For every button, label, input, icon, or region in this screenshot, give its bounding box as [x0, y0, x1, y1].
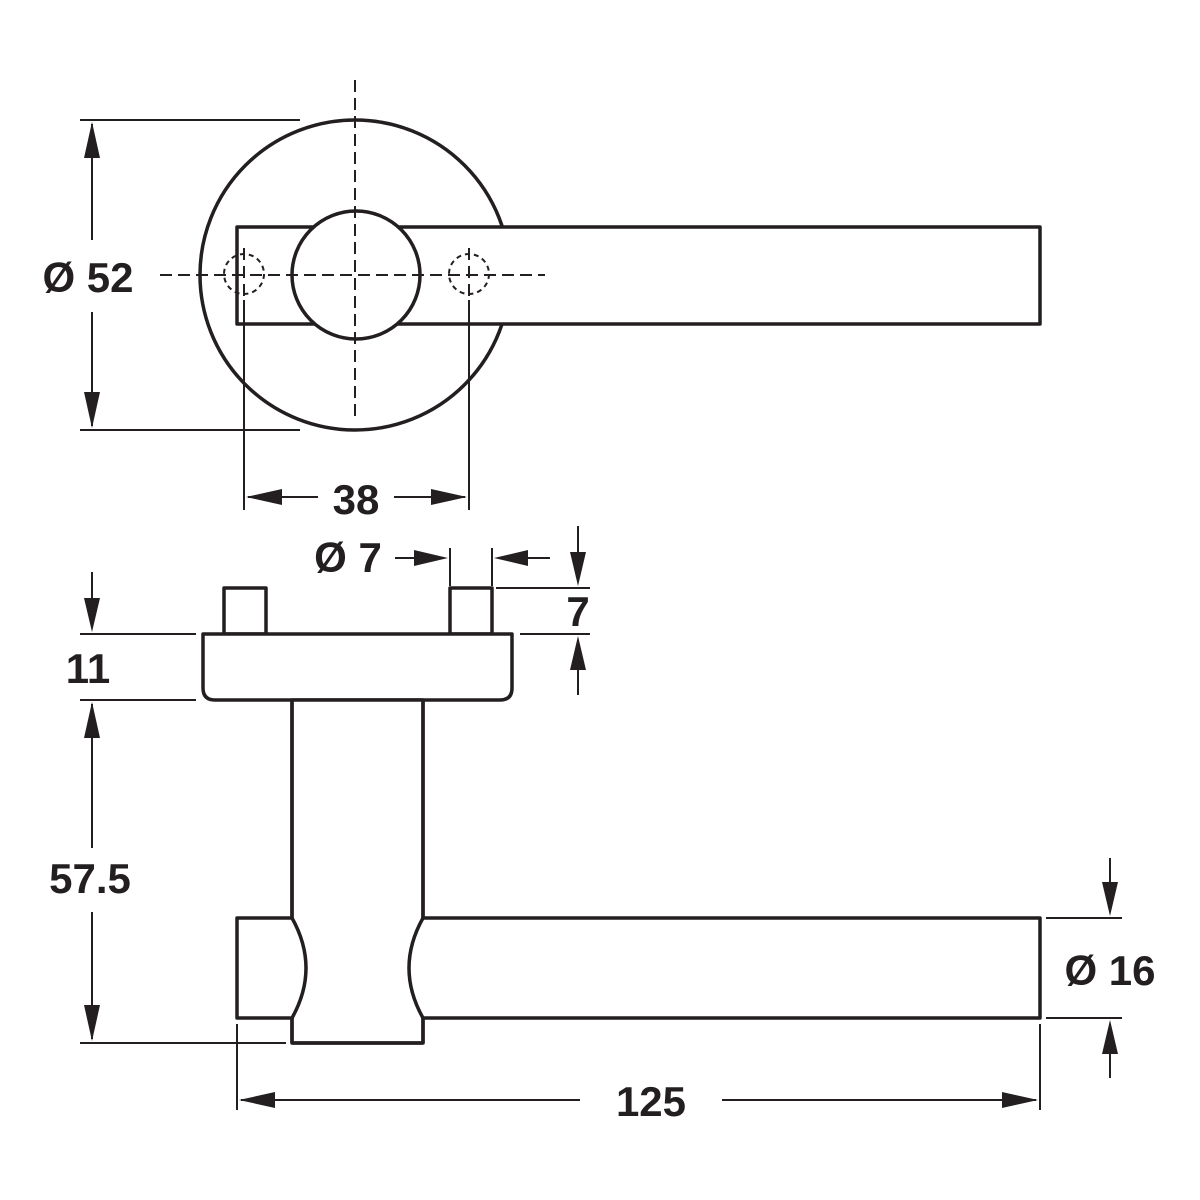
- front-view: [160, 80, 1042, 432]
- lever-length-label: 125: [616, 1078, 686, 1125]
- dimension-rose-thickness: 11: [66, 572, 196, 701]
- projection-label: 57.5: [49, 855, 131, 902]
- pin-diameter-label: Ø 7: [314, 534, 382, 581]
- fixing-pin-right: [448, 586, 494, 636]
- lever-stem: [290, 698, 425, 1045]
- rose-plate-side: [201, 632, 514, 702]
- dimension-projection: 57.5: [49, 702, 286, 1044]
- lever-arm-main: [407, 916, 1042, 1020]
- dimension-pin-diameter: Ø 7: [314, 534, 550, 586]
- rose-diameter-label: Ø 52: [42, 254, 133, 301]
- lever-diameter-label: Ø 16: [1064, 947, 1155, 994]
- fixing-pin-left: [222, 586, 268, 636]
- pin-height-label: 7: [566, 588, 589, 635]
- dimension-lever-length: 125: [236, 1024, 1041, 1125]
- rose-thickness-label: 11: [66, 645, 110, 692]
- dimension-rose-diameter: Ø 52: [42, 119, 300, 431]
- dimension-pin-height: 7: [496, 526, 590, 695]
- side-view: [201, 586, 1042, 1045]
- fixing-centres-label: 38: [333, 476, 380, 523]
- dimension-lever-diameter: Ø 16: [1046, 858, 1156, 1078]
- lever-arm-side: [235, 916, 308, 1020]
- dimension-fixing-centres: 38: [243, 300, 470, 523]
